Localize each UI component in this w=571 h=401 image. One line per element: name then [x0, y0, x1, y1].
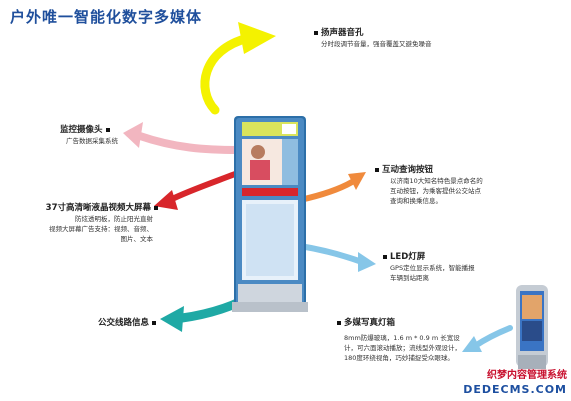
page-title: 户外唯一智能化数字多媒体	[10, 8, 203, 26]
label-speaker: 扬声器音孔 分时段调节音量，强音覆盖又避免噪音	[311, 28, 432, 49]
label-lightbox: 多媒写真灯箱 8mm防爆玻璃，1.6 m * 0.9 m 长宽设 计，可六面滚动…	[334, 318, 461, 363]
label-screen: 37寸高清晰液晶视频大屏幕 防炫透明板，防止阳光直射 视频大屏幕广告支持：视频、…	[43, 203, 161, 244]
arrow-route-head	[160, 306, 184, 332]
bullet-icon	[375, 167, 379, 172]
arrow-speaker	[200, 33, 253, 115]
label-led: LED灯屏 GPS定位显示系统，智能播报 车辆到站距离	[380, 252, 475, 283]
bullet-icon	[383, 254, 387, 259]
arrow-screen	[167, 169, 243, 203]
bullet-icon	[337, 320, 341, 325]
arrow-led-head	[358, 252, 376, 272]
watermark: 织梦内容管理系统 DEDECMS.COM	[463, 370, 567, 396]
arrow-camera-head	[123, 122, 143, 148]
label-button: 互动查询按钮 以济南10大知名特色景点命名的 互动按钮，为乘客提供公交站点 查询…	[372, 165, 483, 206]
arrow-led	[297, 243, 365, 265]
bullet-icon	[152, 320, 157, 325]
label-route: 公交线路信息	[98, 318, 159, 329]
arrow-button-head	[348, 172, 366, 190]
arrow-lightbox-head	[462, 336, 482, 352]
label-camera: 监控摄像头 广告数据采集系统	[60, 125, 118, 145]
bullet-icon	[105, 127, 110, 132]
arrow-speaker-head	[238, 22, 276, 54]
kiosk-main	[232, 116, 308, 312]
arrow-camera	[136, 132, 242, 154]
kiosk-lightbox	[516, 285, 548, 369]
bullet-icon	[314, 30, 318, 35]
arrow-screen-head	[154, 190, 178, 210]
bullet-icon	[154, 205, 158, 210]
arrow-lightbox	[472, 325, 513, 349]
